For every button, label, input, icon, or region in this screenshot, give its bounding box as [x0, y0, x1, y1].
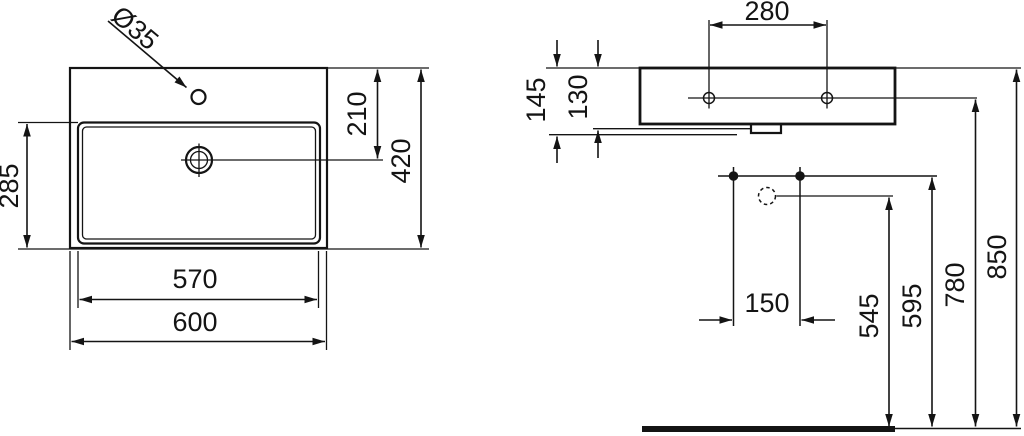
- dim-285: 285: [0, 124, 31, 248]
- waste-outlet: [757, 186, 893, 206]
- dim-label-780: 780: [940, 262, 970, 307]
- dim-label-280: 280: [744, 0, 789, 26]
- dim-label-285: 285: [0, 163, 24, 208]
- dim-210: 210: [342, 69, 382, 159]
- side-view: 280 145 130 150: [521, 0, 1021, 432]
- dim-label-570: 570: [172, 264, 217, 294]
- floor: [642, 426, 1021, 432]
- dim-420: 420: [386, 69, 425, 248]
- dim-label-130: 130: [563, 74, 593, 119]
- fixing-holes: [688, 20, 977, 109]
- dim-600: 600: [71, 307, 325, 346]
- dim-label-600: 600: [172, 307, 217, 337]
- fixing-hole-right: [820, 91, 834, 105]
- faucet-hole: [190, 88, 207, 106]
- basin-outline: [68, 66, 329, 250]
- bowl-outline-outer: [76, 121, 322, 245]
- dim-150: 150: [699, 288, 835, 324]
- dim-545: 545: [854, 197, 893, 427]
- fixing-hole-left: [702, 91, 716, 105]
- dim-280: 280: [710, 0, 826, 29]
- waste-outlet-dashed-circle: [757, 186, 777, 206]
- dim-145: 145: [521, 40, 561, 163]
- faucet-hole-diameter-label: Ø35: [106, 0, 164, 56]
- top-view: Ø35 210 420 285: [0, 0, 429, 350]
- dim-label-850: 850: [982, 234, 1012, 279]
- dim-label-420: 420: [386, 138, 416, 183]
- top-view-extension-lines: [18, 67, 429, 350]
- dim-570: 570: [79, 264, 317, 304]
- dim-label-545: 545: [854, 293, 884, 338]
- faucet-hole-callout: Ø35: [106, 0, 188, 89]
- dim-130: 130: [563, 40, 602, 158]
- dim-label-150: 150: [744, 288, 789, 318]
- basin-profile: [638, 66, 897, 126]
- dim-595: 595: [897, 177, 936, 427]
- dim-850: 850: [982, 69, 1021, 427]
- leader-line: [107, 20, 188, 89]
- drain: [181, 143, 383, 177]
- dim-label-145: 145: [521, 77, 551, 122]
- dim-780: 780: [940, 99, 980, 427]
- dim-label-595: 595: [897, 283, 927, 328]
- dim-label-210: 210: [342, 91, 372, 136]
- bowl-outline-inner: [81, 126, 317, 240]
- supply-points: [718, 167, 937, 326]
